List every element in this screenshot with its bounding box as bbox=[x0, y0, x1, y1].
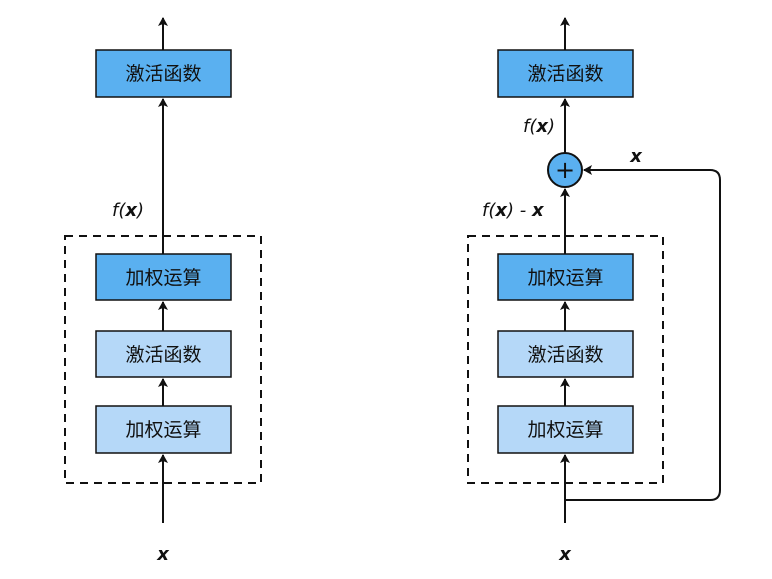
right-fx-minus-x-label: f(x) - x bbox=[482, 200, 545, 221]
right-skip-connection bbox=[565, 165, 721, 501]
right-weight-bottom-label: 加权运算 bbox=[527, 419, 603, 441]
left-normal-block: 激活函数 加权运算 激活函数 加权运算 f(x) x bbox=[64, 17, 262, 565]
right-fx-label: f(x) bbox=[523, 116, 555, 137]
right-skip-x-label: x bbox=[629, 146, 643, 167]
left-weight-top-label: 加权运算 bbox=[125, 267, 201, 289]
left-activation-mid-label: 激活函数 bbox=[125, 344, 201, 366]
right-activation-mid-box bbox=[497, 330, 634, 378]
right-weight-bottom-box bbox=[497, 405, 634, 454]
left-input-x-label: x bbox=[156, 544, 170, 565]
right-weight-top-label: 加权运算 bbox=[527, 267, 603, 289]
right-weight-top-box bbox=[497, 253, 634, 301]
right-activation-top-box bbox=[497, 49, 634, 98]
left-fx-label: f(x) bbox=[112, 200, 144, 221]
right-activation-top-label: 激活函数 bbox=[527, 63, 603, 85]
right-residual-block: 激活函数 加权运算 激活函数 加权运算 + f(x) f(x) - x x bbox=[467, 17, 721, 565]
right-input-x-label: x bbox=[558, 544, 572, 565]
left-activation-mid-box bbox=[95, 330, 232, 378]
left-activation-top-label: 激活函数 bbox=[125, 63, 201, 85]
left-weight-bottom-label: 加权运算 bbox=[125, 419, 201, 441]
right-activation-mid-label: 激活函数 bbox=[527, 344, 603, 366]
left-weight-top-box bbox=[95, 253, 232, 301]
right-plus-symbol: + bbox=[555, 156, 575, 184]
